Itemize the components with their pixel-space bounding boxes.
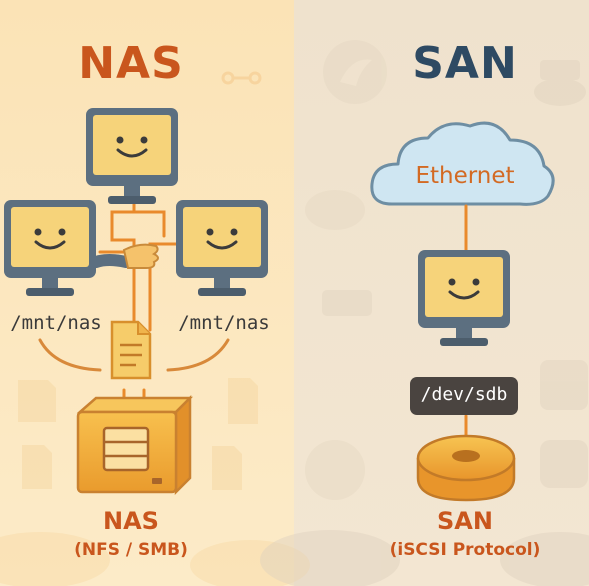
nas-protocol-caption: (NFS / SMB) [74,540,188,560]
ethernet-cloud-icon [370,121,555,206]
san-caption: SAN [437,507,493,535]
nas-title: NAS [78,38,184,89]
san-title: SAN [412,38,518,89]
shared-file-icon [110,320,152,380]
nas-caption: NAS [103,507,159,535]
mount-path-left: /mnt/nas [10,312,102,334]
device-path-label: /dev/sdb [420,384,508,405]
san-background-decorations [260,40,589,586]
device-tag [410,377,518,415]
hand-icon [90,243,159,269]
nas-storage-box-icon [76,394,194,496]
nas-background-decorations [0,71,310,586]
san-disk-icon [416,434,516,502]
mount-path-right: /mnt/nas [178,312,270,334]
nas-share-arcs [38,338,230,372]
network-label: Ethernet [415,163,515,189]
san-protocol-caption: (iSCSI Protocol) [389,540,541,560]
